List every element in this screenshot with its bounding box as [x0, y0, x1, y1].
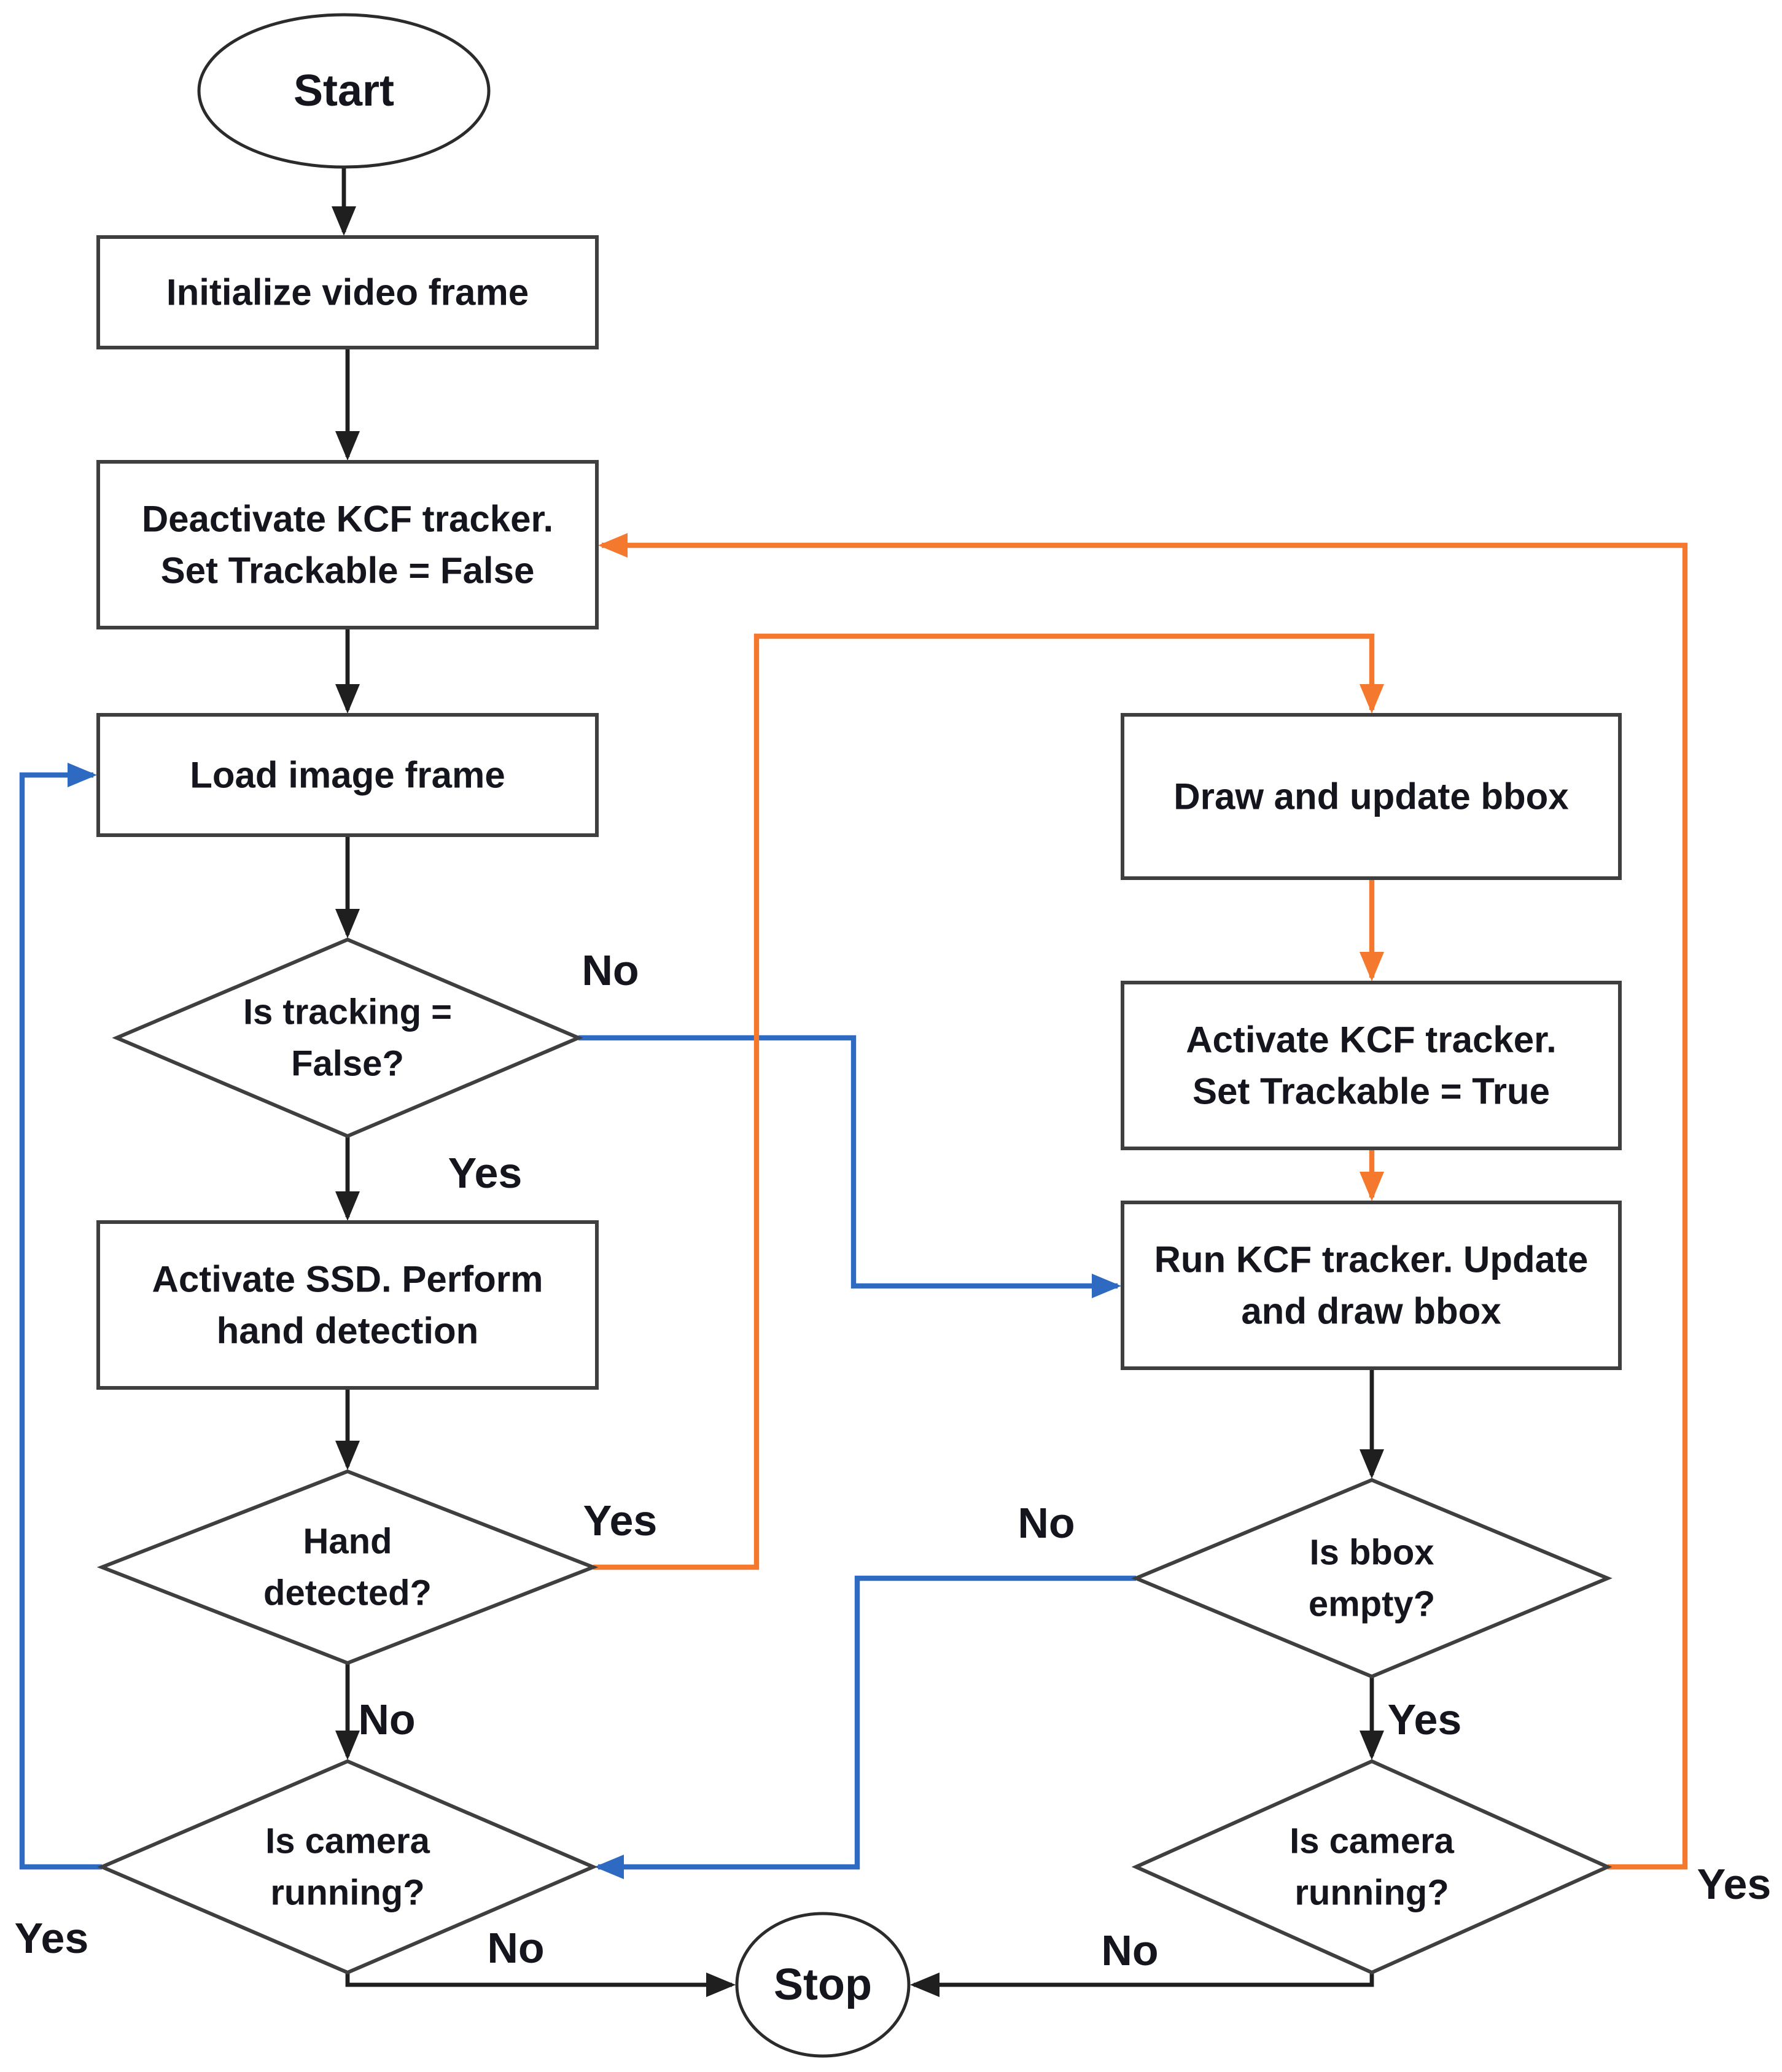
activate-kcf-box: [1121, 981, 1622, 1150]
init-video-label: Initialize video frame: [166, 272, 529, 313]
activate-kcf-label: Activate KCF tracker.Set Trackable = Tru…: [1186, 1019, 1557, 1112]
draw-bbox-label: Draw and update bbox: [1173, 776, 1568, 817]
node-is-tracking: Is tracking =False?: [112, 937, 583, 1139]
label-hand-yes: Yes: [583, 1497, 658, 1544]
bbox-empty-diamond: [1131, 1478, 1613, 1679]
edge-camera-left-no-to-stop: [345, 1973, 736, 1997]
node-deactivate-kcf: Deactivate KCF tracker.Set Trackable = F…: [96, 460, 599, 629]
label-bbox-yes: Yes: [1388, 1696, 1462, 1743]
hand-detected-diamond: [96, 1469, 599, 1665]
deactivate-kcf-label: Deactivate KCF tracker.Set Trackable = F…: [142, 499, 553, 591]
label-camera-left-no: No: [487, 1924, 544, 1972]
edge-hand-yes-to-draw: [593, 633, 1384, 1570]
init-video-box: [96, 235, 599, 349]
edge-camera-left-yes-to-load: [19, 763, 102, 1870]
label-camera-left-yes: Yes: [15, 1914, 89, 1962]
label-camera-right-no: No: [1101, 1926, 1158, 1974]
node-activate-kcf: Activate KCF tracker.Set Trackable = Tru…: [1121, 981, 1622, 1150]
label-camera-right-yes: Yes: [1697, 1860, 1772, 1908]
label-tracking-no: No: [582, 946, 639, 994]
node-init-video: Initialize video frame: [96, 235, 599, 349]
stop-label: Stop: [774, 1960, 872, 2009]
load-frame-box: [96, 713, 599, 837]
label-bbox-no: No: [1017, 1499, 1075, 1547]
start-label: Start: [294, 66, 394, 115]
is-tracking-label: Is tracking =False?: [243, 992, 452, 1084]
run-kcf-box: [1121, 1201, 1622, 1370]
activate-ssd-box: [96, 1220, 599, 1390]
node-start: Start: [197, 13, 491, 169]
draw-bbox-box: [1121, 713, 1622, 880]
label-hand-no: No: [358, 1696, 415, 1743]
stop-terminator: [735, 1912, 911, 2058]
edge-camera-right-yes-to-deactivate: [598, 533, 1688, 1870]
edge-tracking-no-to-run: [578, 1035, 1121, 1298]
edge-bbox-no-to-camera-left: [594, 1575, 1136, 1879]
label-tracking-yes: Yes: [448, 1149, 523, 1197]
camera-right-diamond: [1131, 1759, 1613, 1975]
edge-camera-right-no-to-stop: [910, 1973, 1374, 1997]
start-terminator: [197, 13, 491, 169]
node-load-frame: Load image frame: [96, 713, 599, 837]
node-draw-bbox: Draw and update bbox: [1121, 713, 1622, 880]
camera-left-diamond: [97, 1759, 598, 1975]
deactivate-kcf-box: [96, 460, 599, 629]
node-stop: Stop: [735, 1912, 911, 2058]
load-frame-label: Load image frame: [190, 755, 505, 796]
is-tracking-diamond: [112, 937, 583, 1139]
